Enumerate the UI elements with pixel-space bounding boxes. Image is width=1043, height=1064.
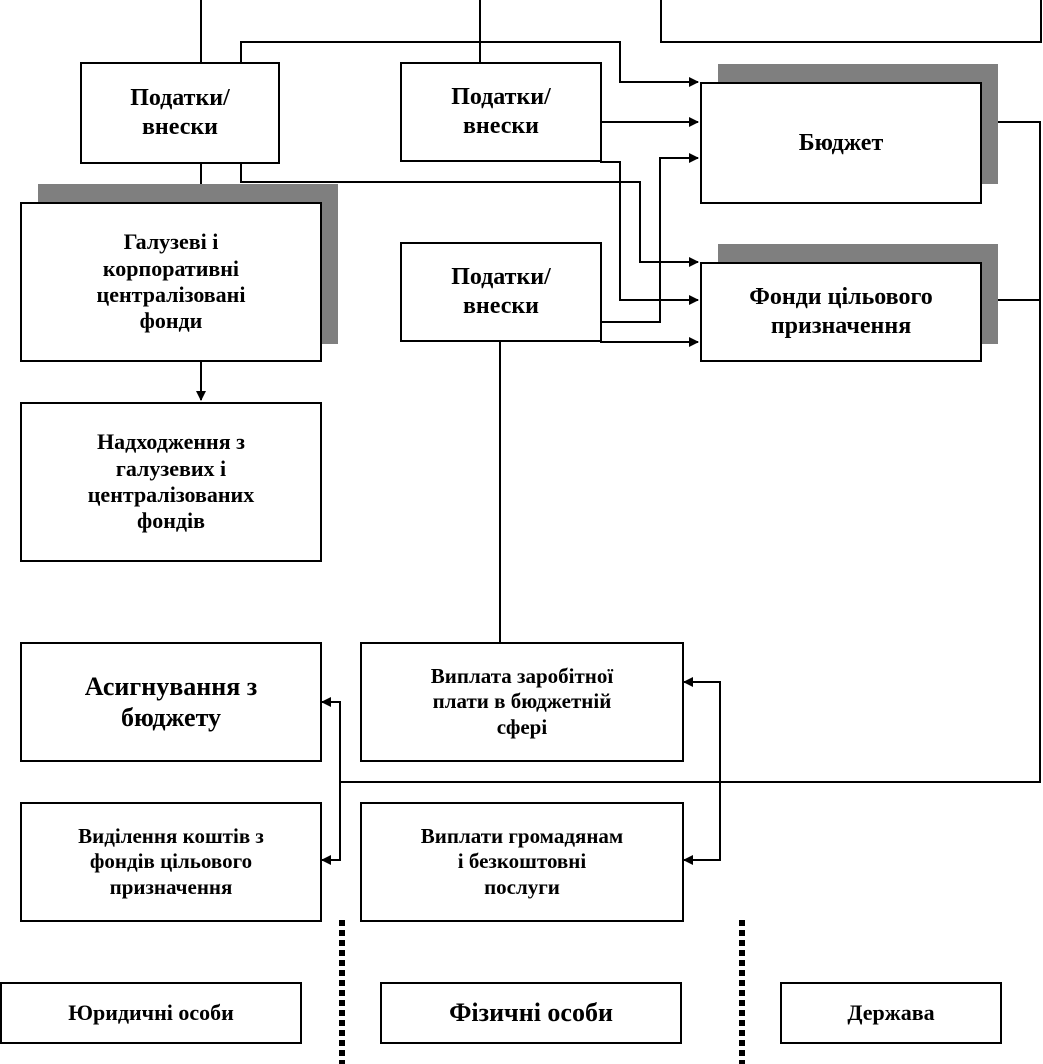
arrow-bottom-taxes-to-budget — [600, 153, 699, 323]
taxes-mid-bottom-label: Податки/ внески — [451, 264, 551, 319]
citizen-payments-label: Виплати громадянам і безкоштовні послуги — [420, 824, 624, 899]
budget-label: Бюджет — [798, 129, 884, 156]
taxes-left-label: Податки/ внески — [130, 85, 230, 140]
budget-box: Бюджет — [700, 82, 982, 204]
target-funds-box: Фонди цільового призначення — [700, 262, 982, 362]
arrow-to-salary — [683, 677, 721, 782]
target-allocations-box: Виділення коштів з фондів цільового приз… — [20, 802, 322, 922]
taxes-mid-bottom-box: Податки/ внески — [400, 242, 602, 342]
taxes-mid-top-label: Податки/ внески — [451, 84, 551, 139]
arrow-left-taxes-to-budget — [240, 41, 699, 87]
branch-funds-label: Галузеві і корпоративні централізовані ф… — [96, 229, 246, 334]
legend-individuals-label: Фізичні особи — [449, 998, 613, 1028]
legend-state-label: Держава — [847, 999, 935, 1025]
citizen-payments-box: Виплати громадянам і безкоштовні послуги — [360, 802, 684, 922]
budget-allocations-label: Асигнування з бюджету — [84, 671, 258, 732]
legend-individuals: Фізичні особи — [380, 982, 682, 1044]
taxes-left-box: Податки/ внески — [80, 62, 280, 164]
top-right-partial-box — [660, 0, 1042, 43]
salary-payment-box: Виплата заробітної плати в бюджетній сфе… — [360, 642, 684, 762]
line-budget-out — [340, 121, 1041, 783]
target-allocations-label: Виділення коштів з фондів цільового приз… — [78, 824, 264, 899]
arrow-to-citizen-payments — [683, 782, 721, 865]
salary-payment-label: Виплата заробітної плати в бюджетній сфе… — [430, 664, 614, 739]
arrow-to-target-allocations — [321, 782, 341, 865]
arrow-to-budget-allocations — [321, 697, 341, 782]
target-funds-label: Фонди цільового призначення — [749, 284, 933, 339]
legend-legal-entities: Юридичні особи — [0, 982, 302, 1044]
budget-allocations-box: Асигнування з бюджету — [20, 642, 322, 762]
taxes-mid-top-box: Податки/ внески — [400, 62, 602, 162]
legend-state: Держава — [780, 982, 1002, 1044]
legend-legal-entities-label: Юридичні особи — [68, 999, 234, 1025]
branch-receipts-label: Надходження з галузевих і централізовани… — [87, 429, 255, 534]
branch-receipts-box: Надходження з галузевих і централізовани… — [20, 402, 322, 562]
branch-funds-box: Галузеві і корпоративні централізовані ф… — [20, 202, 322, 362]
